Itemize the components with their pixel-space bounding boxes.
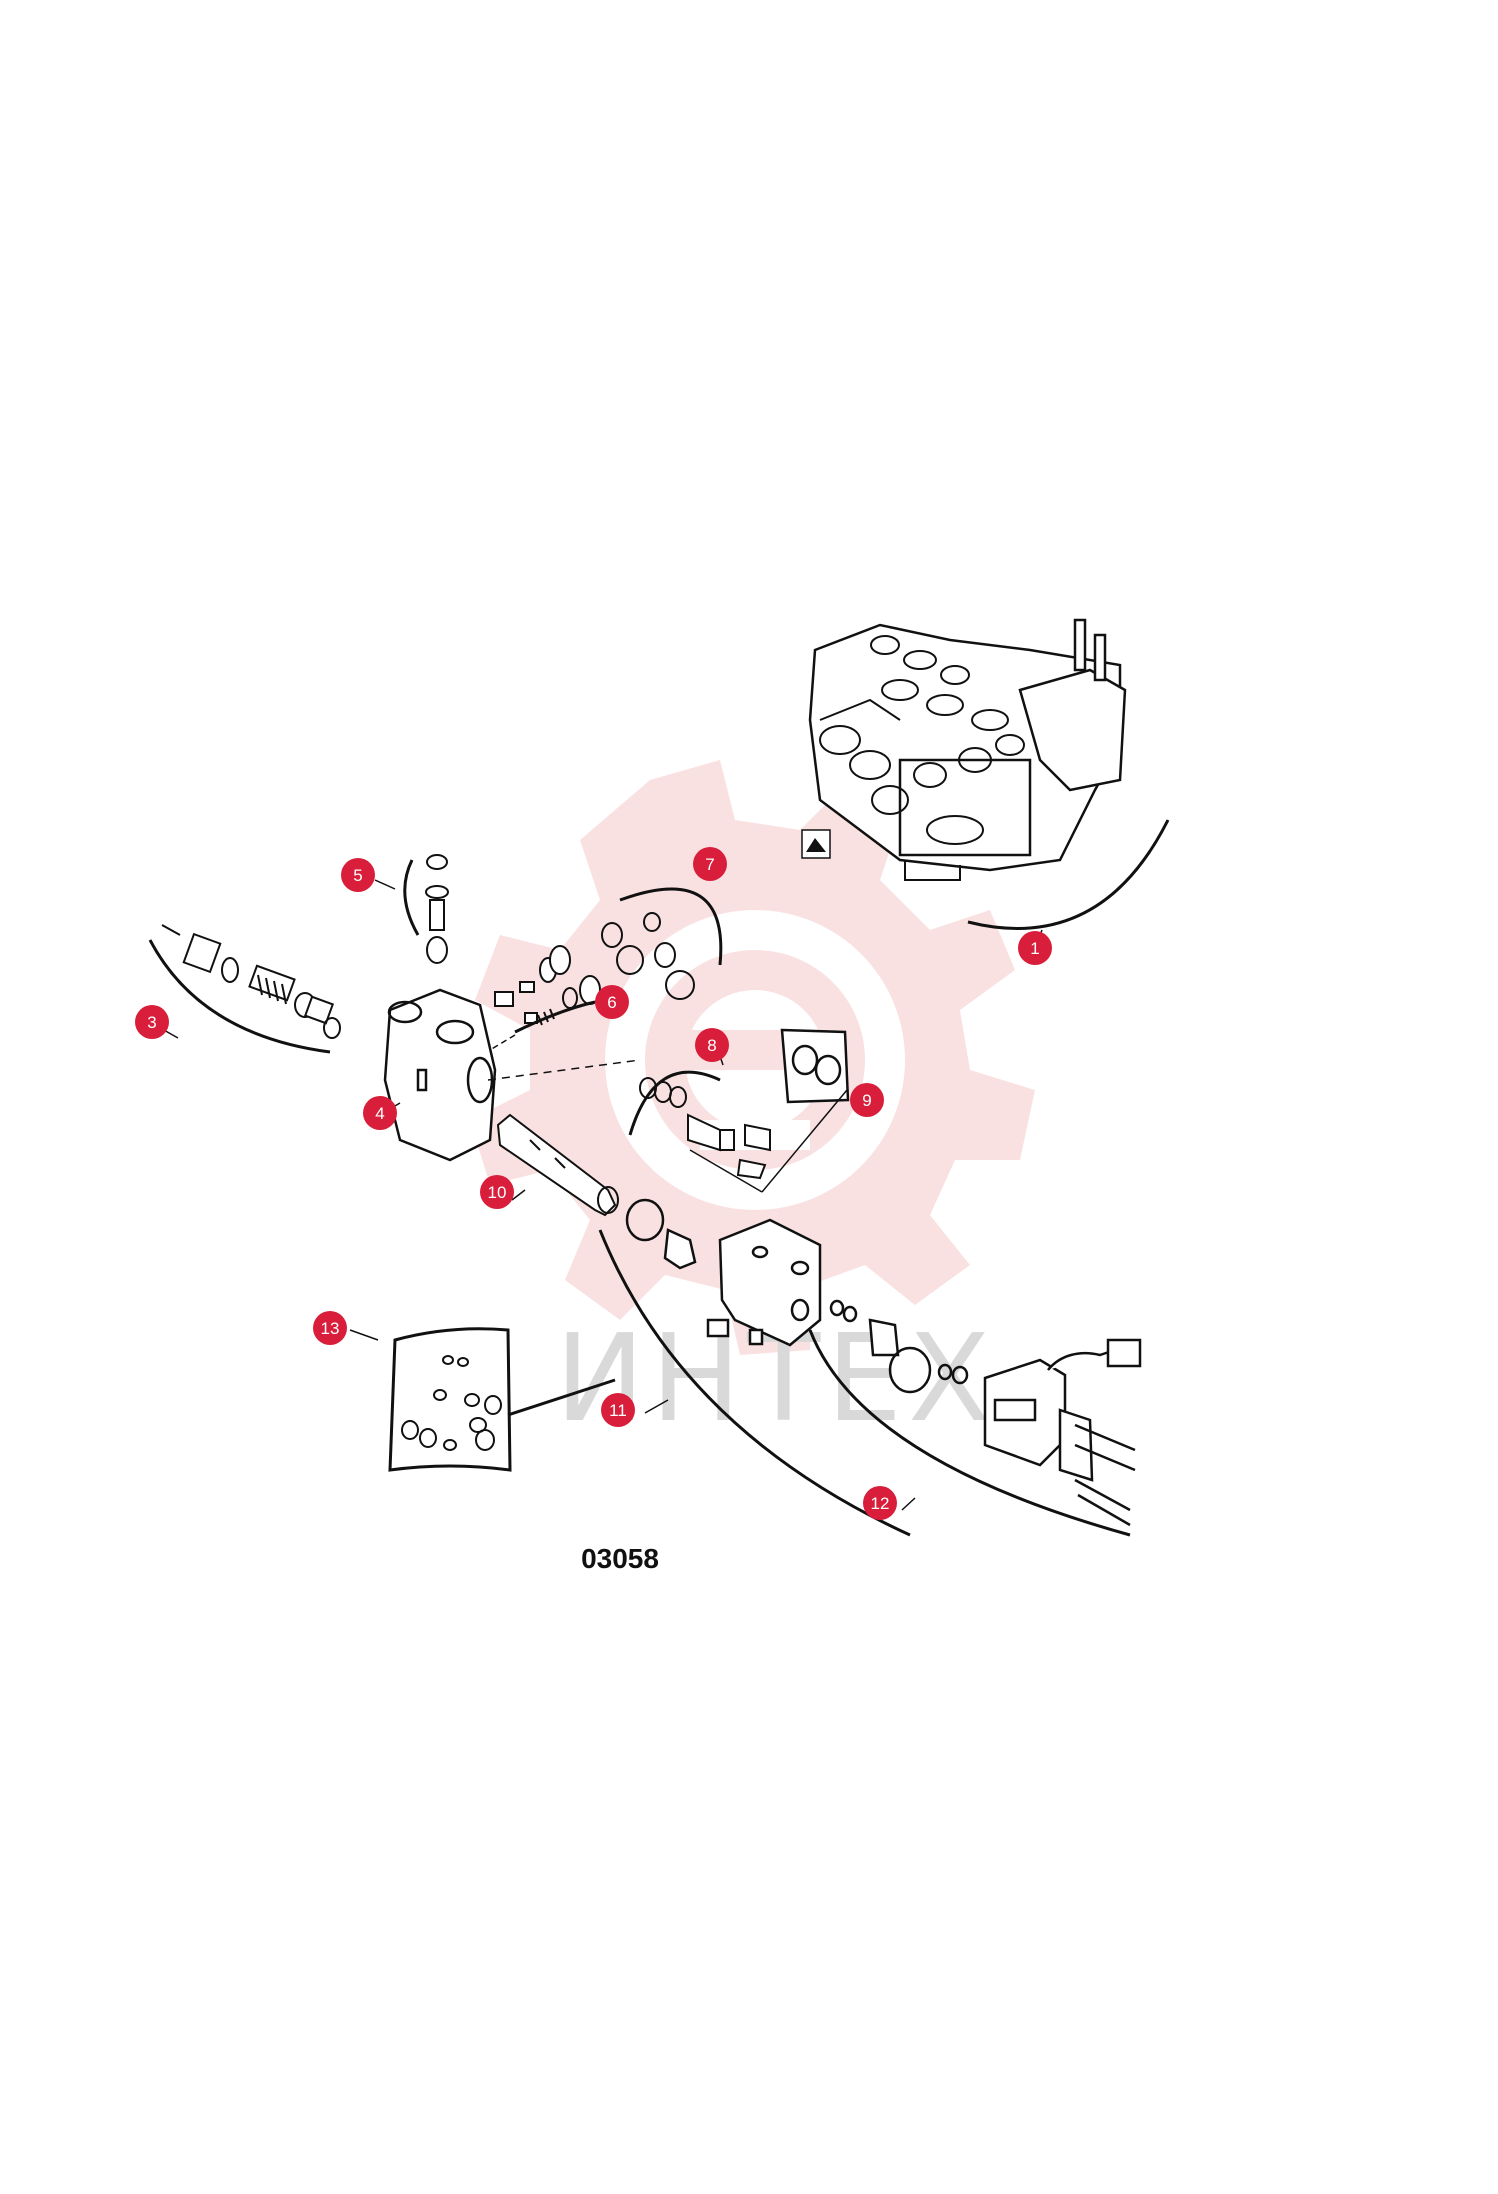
part-7-o-rings-illustration bbox=[601, 912, 695, 1000]
callout-11: 11 bbox=[601, 1393, 635, 1427]
svg-text:6: 6 bbox=[607, 993, 616, 1012]
callout-5: 5 bbox=[341, 858, 375, 892]
svg-text:13: 13 bbox=[321, 1319, 340, 1338]
part-13-seal-kit-bag-illustration bbox=[388, 1327, 512, 1472]
part-9-seal-card-illustration bbox=[780, 1028, 850, 1104]
part-8-check-valve-illustration bbox=[639, 1077, 771, 1180]
leader-lines bbox=[148, 819, 1170, 1537]
svg-text:12: 12 bbox=[871, 1494, 890, 1513]
part-5-plug-illustration bbox=[425, 854, 449, 964]
svg-text:9: 9 bbox=[862, 1091, 871, 1110]
svg-text:4: 4 bbox=[375, 1104, 384, 1123]
valve-assembly-illustration bbox=[808, 618, 1127, 881]
callout-7: 7 bbox=[693, 847, 727, 881]
svg-text:10: 10 bbox=[488, 1183, 507, 1202]
callout-3: 3 bbox=[135, 1005, 169, 1039]
svg-text:7: 7 bbox=[705, 855, 714, 874]
callout-9: 9 bbox=[850, 1083, 884, 1117]
callout-6: 6 bbox=[595, 985, 629, 1019]
svg-text:3: 3 bbox=[147, 1013, 156, 1032]
svg-text:8: 8 bbox=[707, 1036, 716, 1055]
part-4-valve-body-illustration bbox=[383, 988, 497, 1162]
part-12-solenoid-illustration bbox=[829, 1299, 1142, 1527]
svg-text:5: 5 bbox=[353, 866, 362, 885]
svg-text:11: 11 bbox=[609, 1401, 627, 1420]
figure-number: 03058 bbox=[581, 1543, 659, 1574]
manual-reference-icon bbox=[801, 829, 831, 859]
callout-10: 10 bbox=[480, 1175, 514, 1209]
callout-13: 13 bbox=[313, 1311, 347, 1345]
callout-pointer-lines bbox=[154, 867, 1043, 1511]
callout-4: 4 bbox=[363, 1096, 397, 1130]
part-3-cartridge-illustration bbox=[161, 924, 341, 1039]
part-10-spool-illustration bbox=[496, 1113, 619, 1217]
svg-text:1: 1 bbox=[1030, 939, 1039, 958]
part-11-end-cap-illustration bbox=[625, 1198, 822, 1347]
callout-12: 12 bbox=[863, 1486, 897, 1520]
part-6-spring-illustration bbox=[494, 945, 601, 1026]
callout-1: 1 bbox=[1018, 931, 1052, 965]
callout-8: 8 bbox=[695, 1028, 729, 1062]
